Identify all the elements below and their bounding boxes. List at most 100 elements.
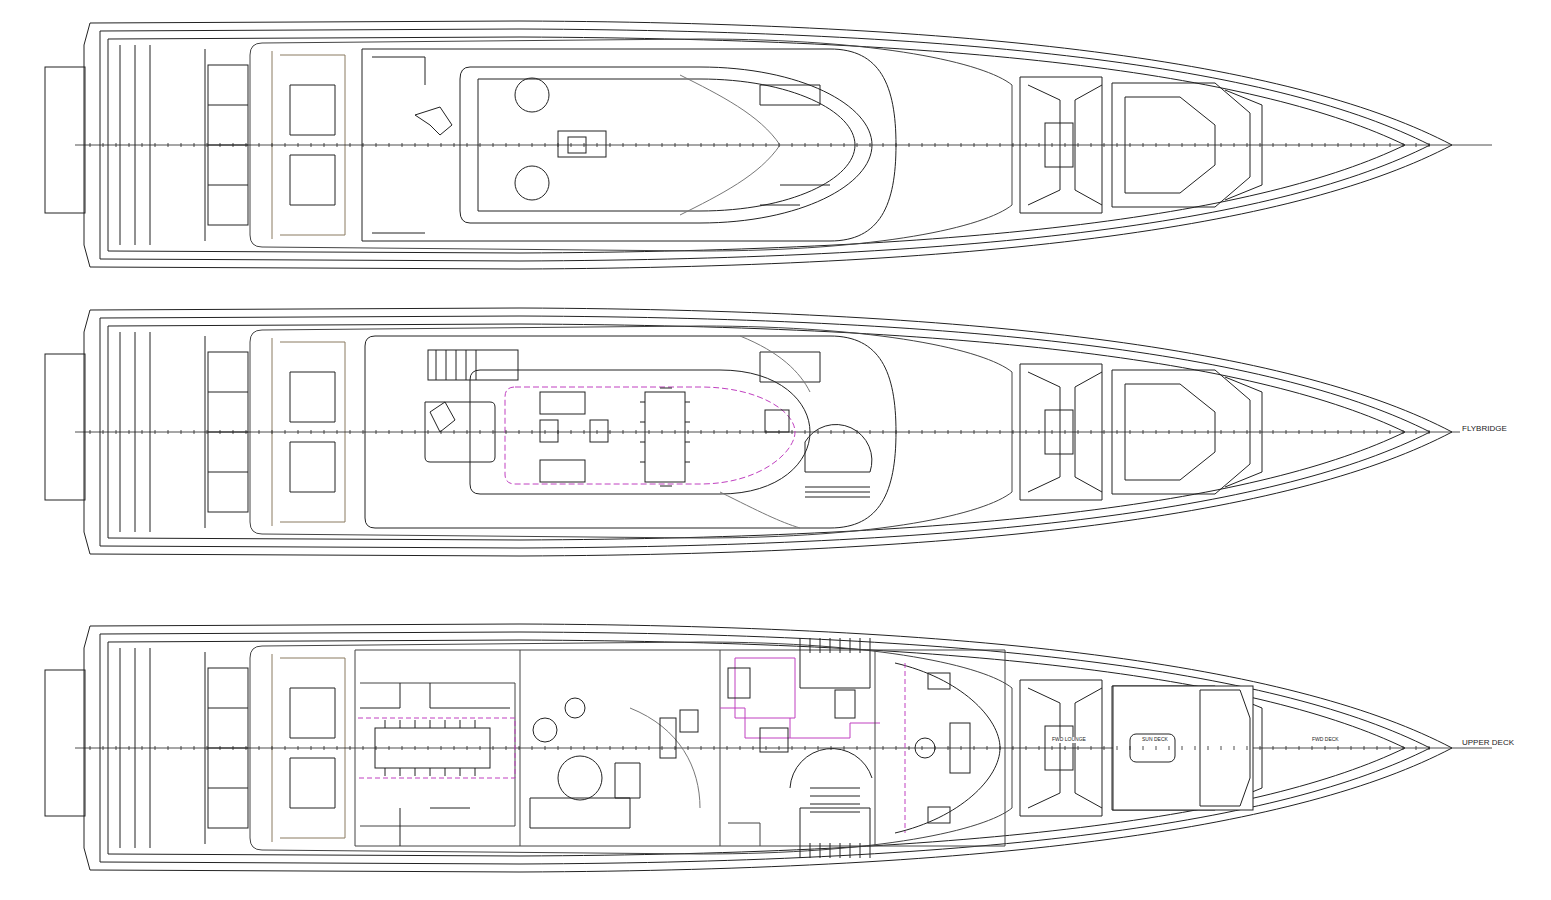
- frame-tick: [753, 430, 754, 434]
- frame-tick: [1169, 430, 1170, 434]
- frame-tick: [1338, 143, 1339, 147]
- frame-tick: [662, 430, 663, 434]
- frame-tick: [1052, 430, 1053, 434]
- frame-tick: [168, 430, 169, 434]
- frame-tick: [987, 143, 988, 147]
- frame-tick: [779, 430, 780, 434]
- frame-tick: [467, 143, 468, 147]
- frame-tick: [285, 746, 286, 750]
- frame-tick: [142, 143, 143, 147]
- frame-tick: [220, 430, 221, 434]
- frame-tick: [194, 430, 195, 434]
- frame-tick: [220, 746, 221, 750]
- frame-tick: [116, 746, 117, 750]
- frame-tick: [389, 746, 390, 750]
- frame-tick: [350, 746, 351, 750]
- frame-tick: [662, 143, 663, 147]
- frame-tick: [1208, 430, 1209, 434]
- frame-tick: [272, 746, 273, 750]
- deck-name: FLYBRIDGE: [1460, 425, 1509, 434]
- frame-tick: [896, 430, 897, 434]
- frame-tick: [324, 143, 325, 147]
- frame-tick: [883, 746, 884, 750]
- frame-tick: [896, 746, 897, 750]
- frame-tick: [675, 143, 676, 147]
- frame-tick: [1208, 746, 1209, 750]
- frame-tick: [623, 143, 624, 147]
- frame-tick: [298, 430, 299, 434]
- frame-tick: [207, 430, 208, 434]
- frame-tick: [1091, 746, 1092, 750]
- frame-tick: [740, 430, 741, 434]
- frame-tick: [1234, 430, 1235, 434]
- frame-tick: [480, 746, 481, 750]
- frame-tick: [584, 430, 585, 434]
- frame-tick: [337, 143, 338, 147]
- frame-tick: [142, 430, 143, 434]
- frame-tick: [922, 430, 923, 434]
- frame-tick: [779, 143, 780, 147]
- frame-tick: [805, 143, 806, 147]
- frame-tick: [935, 430, 936, 434]
- frame-tick: [974, 143, 975, 147]
- frame-tick: [1195, 143, 1196, 147]
- frame-tick: [1156, 430, 1157, 434]
- frame-tick: [493, 746, 494, 750]
- frame-tick: [363, 430, 364, 434]
- frame-tick: [558, 430, 559, 434]
- frame-tick: [259, 746, 260, 750]
- frame-tick: [220, 143, 221, 147]
- frame-tick: [1039, 430, 1040, 434]
- frame-tick: [714, 430, 715, 434]
- frame-tick: [1299, 430, 1300, 434]
- frame-tick: [649, 430, 650, 434]
- frame-tick: [909, 746, 910, 750]
- frame-tick: [350, 143, 351, 147]
- frame-tick: [805, 746, 806, 750]
- frame-tick: [116, 143, 117, 147]
- frame-tick: [285, 430, 286, 434]
- frame-tick: [727, 746, 728, 750]
- frame-tick: [441, 746, 442, 750]
- frame-tick: [389, 430, 390, 434]
- frame-tick: [779, 746, 780, 750]
- frame-tick: [844, 430, 845, 434]
- frame-tick: [1429, 746, 1430, 750]
- frame-tick: [1013, 143, 1014, 147]
- frame-tick: [1403, 430, 1404, 434]
- frame-tick: [246, 143, 247, 147]
- frame-tick: [311, 143, 312, 147]
- frame-tick: [1221, 143, 1222, 147]
- frame-tick: [1091, 143, 1092, 147]
- frame-tick: [818, 143, 819, 147]
- frame-tick: [688, 143, 689, 147]
- frame-tick: [831, 430, 832, 434]
- frame-tick: [441, 430, 442, 434]
- frame-tick: [571, 430, 572, 434]
- frame-tick: [1299, 143, 1300, 147]
- frame-tick: [1364, 143, 1365, 147]
- frame-tick: [766, 746, 767, 750]
- frame-tick: [1026, 430, 1027, 434]
- frame-tick: [610, 746, 611, 750]
- frame-tick: [1312, 143, 1313, 147]
- frame-tick: [1195, 746, 1196, 750]
- frame-tick: [480, 143, 481, 147]
- frame-tick: [363, 746, 364, 750]
- frame-tick: [1390, 746, 1391, 750]
- frame-tick: [1416, 746, 1417, 750]
- frame-tick: [597, 143, 598, 147]
- frame-tick: [935, 746, 936, 750]
- frame-tick: [649, 746, 650, 750]
- frame-tick: [1130, 143, 1131, 147]
- frame-tick: [701, 143, 702, 147]
- frame-tick: [610, 143, 611, 147]
- frame-tick: [493, 430, 494, 434]
- frame-tick: [454, 746, 455, 750]
- frame-tick: [1052, 143, 1053, 147]
- frame-tick: [1000, 430, 1001, 434]
- frame-tick: [233, 143, 234, 147]
- frame-tick: [441, 143, 442, 147]
- frame-tick: [298, 746, 299, 750]
- frame-tick: [298, 143, 299, 147]
